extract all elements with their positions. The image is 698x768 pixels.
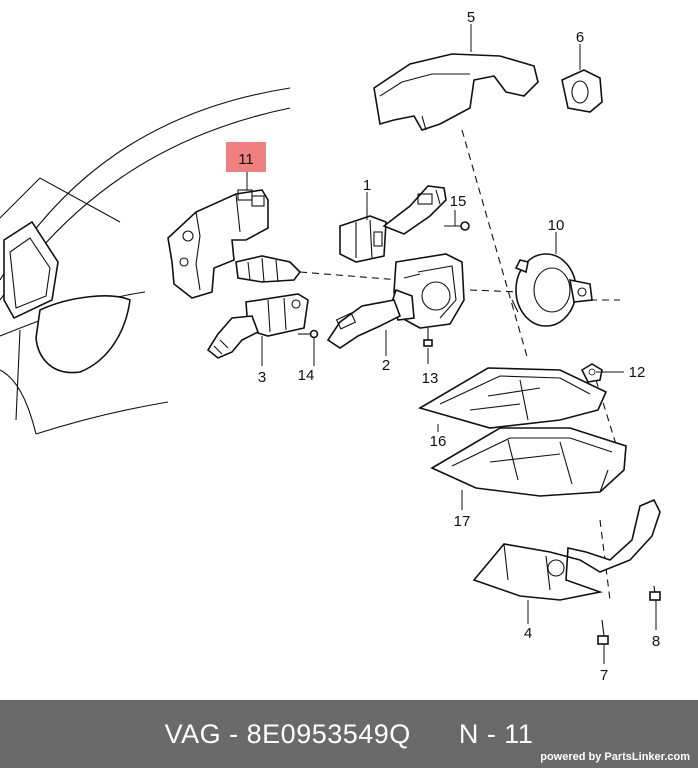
callout-label-14: 14 [298,367,315,384]
part-info-footer: VAG - 8E0953549Q N - 11 powered by Parts… [0,700,698,768]
part-16-insulation-panel [417,367,608,429]
powered-by-link[interactable]: powered by PartsLinker.com [540,751,690,763]
part-12-nut [580,363,603,383]
callout-label-6: 6 [576,29,584,46]
callout-label-8: 8 [652,633,660,650]
part-2-turn-signal-switch [326,253,521,349]
callout-label-3: 3 [258,369,266,386]
part-11-switch-housing [167,189,401,299]
part-number: 8E0953549Q [246,719,411,749]
callout-label-7: 7 [600,667,608,684]
part-reference: VAG - 8E0953549Q N - 11 [0,719,698,750]
callout-label-15: 15 [450,193,467,210]
brand-name: VAG [164,719,222,749]
callout-label-16: 16 [430,433,447,450]
callout-label-11: 11 [238,151,254,168]
dashboard-outline [0,87,291,435]
position-label: N - 11 [458,719,534,749]
part-3-stalk-switch [206,293,309,359]
callout-labels: 5 6 1 15 10 11 2 13 3 14 12 16 17 4 7 8 [238,9,660,684]
part-4-lower-cover [472,498,661,601]
callout-highlight [226,142,266,172]
callout-label-4: 4 [524,625,532,642]
callout-label-10: 10 [548,217,565,234]
callout-label-13: 13 [422,370,439,387]
callout-label-5: 5 [467,9,475,26]
position-spacer [411,719,459,749]
part-6-trim-ring [561,69,603,113]
part-15-screw [444,221,470,231]
callout-label-17: 17 [454,513,471,530]
part-14-screw [298,329,319,339]
part-10-clock-spring [511,253,593,327]
part-8-screw [649,585,661,603]
brand-separator: - [221,719,247,749]
part-13-screw [423,328,433,347]
callout-leaders [246,24,657,664]
part-1-wiper-switch [339,185,447,263]
part-17-lower-column-trim [430,427,627,497]
callout-label-1: 1 [363,177,371,194]
column-axis-lines [461,129,625,601]
part-5-upper-column-trim [373,53,539,131]
callout-label-12: 12 [629,364,646,381]
callout-label-2: 2 [382,357,390,374]
part-7-screw [597,619,609,645]
exploded-parts-diagram: 5 6 1 15 10 11 2 13 3 14 12 16 17 4 7 8 [0,9,661,684]
